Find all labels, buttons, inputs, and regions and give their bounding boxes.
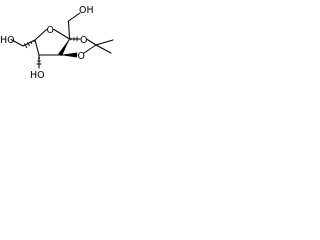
hash-wedge-c4 — [36, 57, 42, 65]
label-oh-top-right: OH — [79, 5, 94, 16]
label-ring-o-upper: O — [80, 35, 87, 46]
bond-ho-ch2-left — [10, 38, 24, 47]
bonds — [10, 12, 114, 69]
label-ho-left: HO — [0, 35, 15, 46]
bond-cq-o-lower — [83, 44, 97, 54]
label-ring-o-furanose: O — [47, 25, 54, 36]
label-ho-bottom: HO — [30, 70, 45, 81]
bond-c5-o-ring — [34, 28, 48, 41]
bond-o-ring-c2 — [53, 28, 71, 40]
bond-cq-methyl-2 — [95, 44, 112, 54]
bond-ch2-oh — [67, 12, 81, 22]
bold-wedge-c2-c3 — [58, 39, 70, 56]
hash-wedge-c2 — [70, 36, 78, 42]
atom-labels: OH HO O O O HO — [0, 5, 94, 81]
bond-c5-c4 — [34, 39, 40, 56]
hash-wedge-c5 — [24, 40, 35, 49]
bond-cq-methyl-1 — [95, 39, 114, 46]
bond-o-upper-cq — [85, 38, 97, 46]
label-ring-o-lower: O — [78, 51, 85, 62]
chemical-structure-diagram: OH HO O O O HO — [0, 5, 114, 81]
bold-wedge-c3 — [60, 52, 77, 58]
bond-c2-ch2 — [67, 20, 71, 40]
